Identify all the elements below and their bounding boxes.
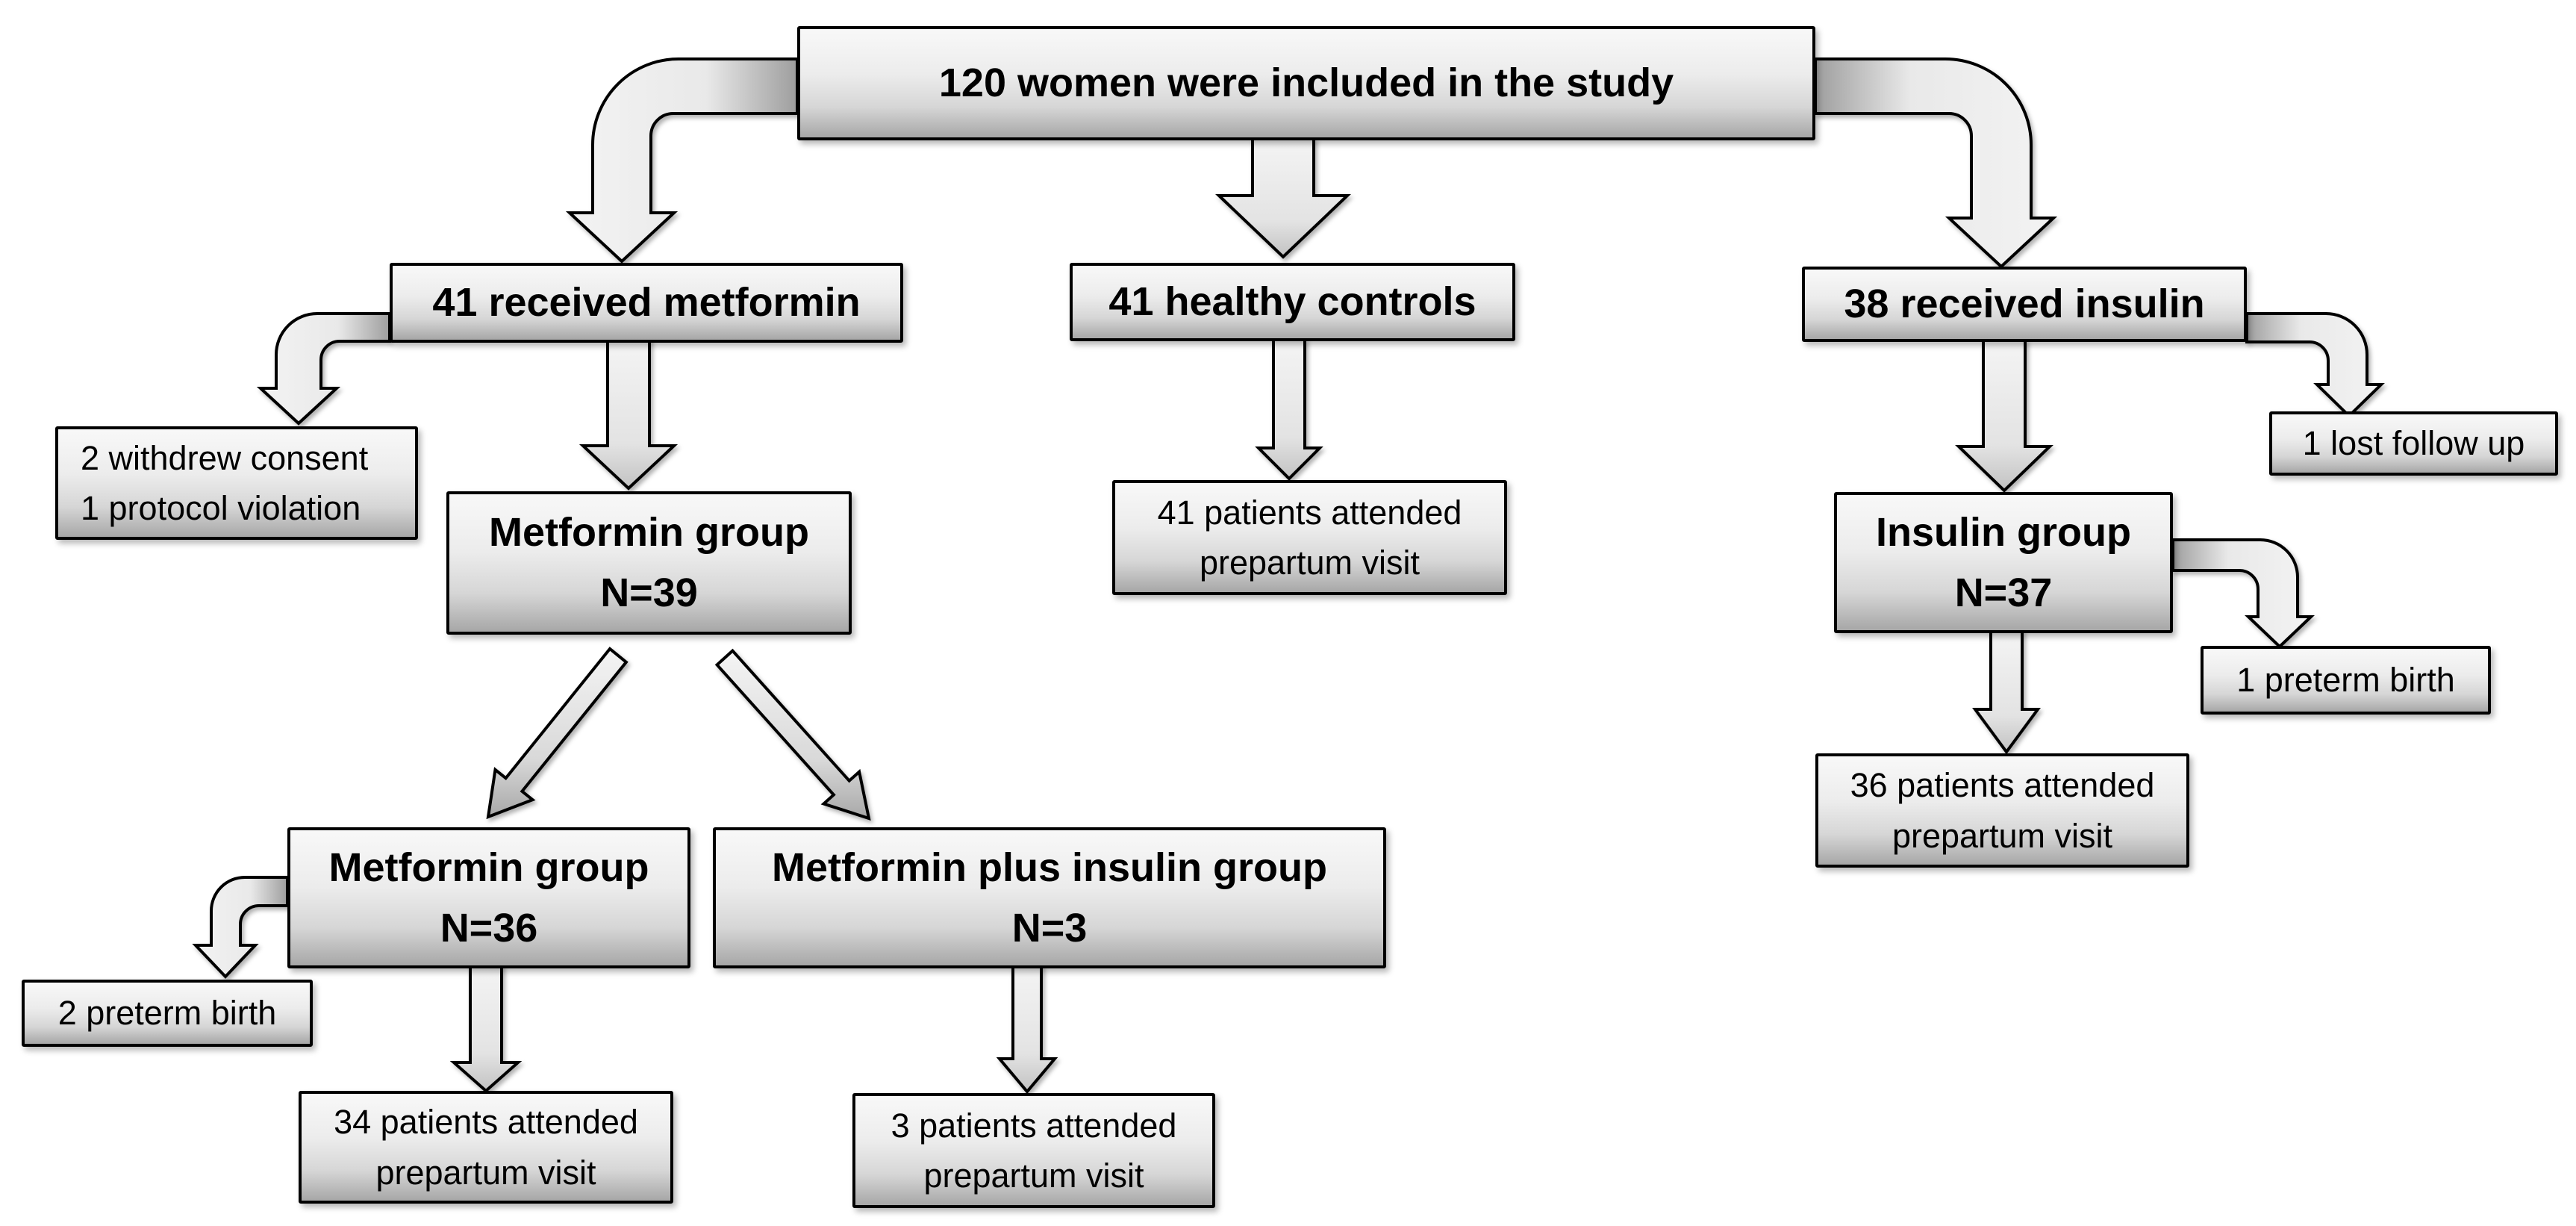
- node-metformin-group: Metformin group N=39: [446, 491, 852, 635]
- node-metformin-plus-insulin-group-line1: Metformin plus insulin group: [772, 844, 1327, 890]
- arrow-metformin-plus-insulin-group-to-plus-insulin-attended: [996, 964, 1058, 1095]
- node-withdrawn: 2 withdrew consent 1 protocol violation: [55, 426, 418, 540]
- node-controls-attended-line2: prepartum visit: [1199, 544, 1420, 582]
- node-plus-insulin-attended: 3 patients attended prepartum visit: [852, 1093, 1215, 1208]
- node-included-label: 120 women were included in the study: [938, 60, 1674, 105]
- node-lost-followup: 1 lost follow up: [2269, 411, 2558, 476]
- node-insulin-preterm: 1 preterm birth: [2201, 646, 2491, 715]
- node-controls-attended-line1: 41 patients attended: [1157, 493, 1462, 532]
- node-insulin-group-line2: N=37: [1954, 570, 2053, 615]
- node-included: 120 women were included in the study: [797, 26, 1815, 140]
- node-insulin-preterm-label: 1 preterm birth: [2236, 661, 2455, 700]
- node-plus-insulin-attended-line1: 3 patients attended: [891, 1106, 1177, 1145]
- arrow-included-to-controls-arm: [1215, 137, 1351, 259]
- arrow-insulin-arm-to-lost-followup: [2245, 312, 2385, 418]
- node-metformin-plus-insulin-group-line2: N=3: [1011, 905, 1088, 950]
- arrow-insulin-group-to-insulin-attended: [1972, 629, 2041, 755]
- node-metformin-only-group-line2: N=36: [440, 905, 538, 950]
- node-metformin-group-line2: N=39: [600, 570, 698, 615]
- arrow-included-to-metformin-arm: [565, 57, 799, 264]
- node-insulin-attended-line1: 36 patients attended: [1850, 766, 2155, 804]
- node-metformin-group-line1: Metformin group: [489, 510, 809, 555]
- node-controls-arm-label: 41 healthy controls: [1108, 279, 1476, 324]
- node-metformin-arm: 41 received metformin: [390, 263, 903, 343]
- arrow-metformin-group-to-metformin-plus-insulin-group: [714, 648, 871, 821]
- arrow-metformin-group-to-metformin-only-group: [486, 647, 629, 820]
- node-controls-attended: 41 patients attended prepartum visit: [1112, 480, 1507, 595]
- node-withdrawn-line1: 2 withdrew consent: [81, 438, 369, 477]
- arrow-insulin-group-to-insulin-preterm: [2171, 538, 2315, 649]
- node-metformin-only-group-line1: Metformin group: [328, 844, 649, 890]
- node-metformin-arm-label: 41 received metformin: [432, 280, 861, 325]
- node-metformin-attended-line2: prepartum visit: [375, 1153, 596, 1192]
- node-metformin-preterm: 2 preterm birth: [22, 980, 313, 1047]
- node-metformin-plus-insulin-group: Metformin plus insulin group N=3: [713, 827, 1386, 968]
- arrow-insulin-arm-to-insulin-group: [1955, 339, 2053, 493]
- arrow-metformin-only-group-to-metformin-preterm: [192, 876, 289, 979]
- node-insulin-arm-label: 38 received insulin: [1844, 281, 2205, 326]
- node-insulin-group-line1: Insulin group: [1876, 509, 2131, 555]
- node-insulin-group: Insulin group N=37: [1834, 492, 2173, 633]
- node-insulin-attended-line2: prepartum visit: [1892, 816, 2113, 855]
- node-insulin-attended: 36 patients attended prepartum visit: [1815, 753, 2189, 868]
- node-metformin-attended-line1: 34 patients attended: [334, 1103, 638, 1141]
- node-lost-followup-label: 1 lost follow up: [2302, 424, 2525, 463]
- node-withdrawn-line2: 1 protocol violation: [81, 489, 361, 527]
- node-metformin-preterm-label: 2 preterm birth: [57, 994, 277, 1033]
- node-insulin-arm: 38 received insulin: [1802, 267, 2247, 342]
- node-plus-insulin-attended-line2: prepartum visit: [923, 1157, 1144, 1195]
- arrow-controls-arm-to-controls-attended: [1255, 338, 1323, 481]
- node-metformin-only-group: Metformin group N=36: [287, 827, 690, 968]
- arrow-included-to-insulin-arm: [1814, 57, 2058, 269]
- arrow-metformin-arm-to-metformin-group: [578, 338, 679, 491]
- arrow-metformin-arm-to-withdrawn: [256, 312, 391, 426]
- node-controls-arm: 41 healthy controls: [1070, 263, 1515, 341]
- node-metformin-attended: 34 patients attended prepartum visit: [299, 1091, 673, 1204]
- arrow-metformin-only-group-to-metformin-attended: [449, 964, 523, 1093]
